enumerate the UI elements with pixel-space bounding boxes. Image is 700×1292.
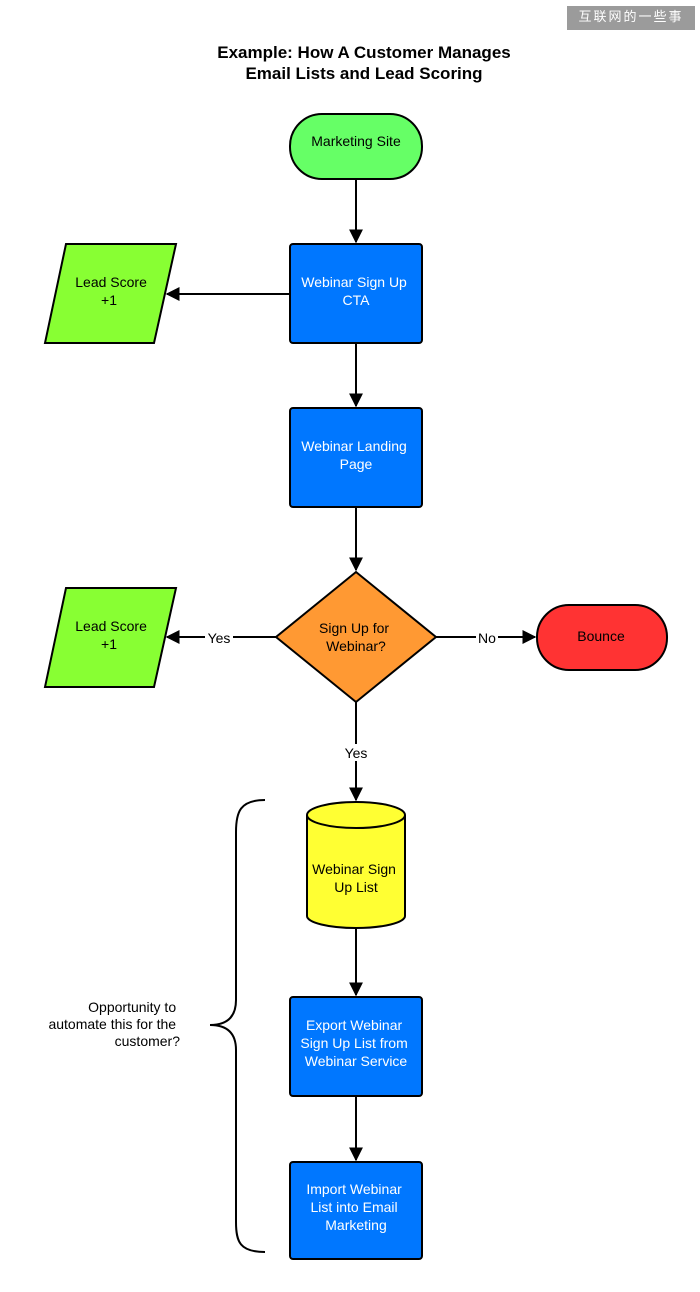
svg-text:Webinar Sign Up List: Webinar Sign Up List xyxy=(312,861,400,895)
node-lead-score-1: Lead Score +1 xyxy=(43,243,178,344)
node-import-list: Import Webinar List into Email Marketing xyxy=(289,1161,423,1260)
diagram-title-line1: Example: How A Customer Manages xyxy=(217,43,510,62)
svg-text:Import Webinar List into: Import Webinar List into Email Marketing xyxy=(306,1181,405,1233)
node-lead-score-2: Lead Score +1 xyxy=(43,587,178,688)
node-marketing-site: Marketing Site xyxy=(289,113,423,180)
diagram-title-line2: Email Lists and Lead Scoring xyxy=(245,64,482,83)
svg-text:Export Webinar Sign Up L: Export Webinar Sign Up List from Webinar… xyxy=(300,1017,411,1069)
watermark-logo: 互联网的一些事 xyxy=(567,6,695,30)
svg-text:Bounce: Bounce xyxy=(577,628,625,644)
node-bounce: Bounce xyxy=(536,604,668,671)
node-landing-page: Webinar Landing Page xyxy=(289,407,423,508)
node-export-list: Export Webinar Sign Up List from Webinar… xyxy=(289,996,423,1097)
annotation-text: Opportunity to automate this for the cus… xyxy=(48,999,180,1049)
node-signup-list-database: Webinar Sign Up List xyxy=(306,801,406,929)
node-webinar-cta: Webinar Sign Up CTA xyxy=(289,243,423,344)
annotation-brace xyxy=(209,799,266,1253)
edge-label-yes-left: Yes xyxy=(208,630,231,646)
edge-label-no: No xyxy=(478,630,496,646)
node-decision-signup: Sign Up for Webinar? xyxy=(274,570,438,704)
svg-text:Marketing Site: Marketing Site xyxy=(311,133,401,149)
svg-text:Webinar Landing Page: Webinar Landing Page xyxy=(301,438,411,472)
edge-label-yes-down: Yes xyxy=(345,745,368,761)
svg-text:Lead Score +1: Lead Score +1 xyxy=(75,618,151,652)
svg-text:Sign Up for Webinar?: Sign Up for Webinar? xyxy=(319,620,393,654)
svg-text:Lead Score +1: Lead Score +1 xyxy=(75,274,151,308)
svg-text:Webinar Sign Up CTA: Webinar Sign Up CTA xyxy=(301,274,410,308)
